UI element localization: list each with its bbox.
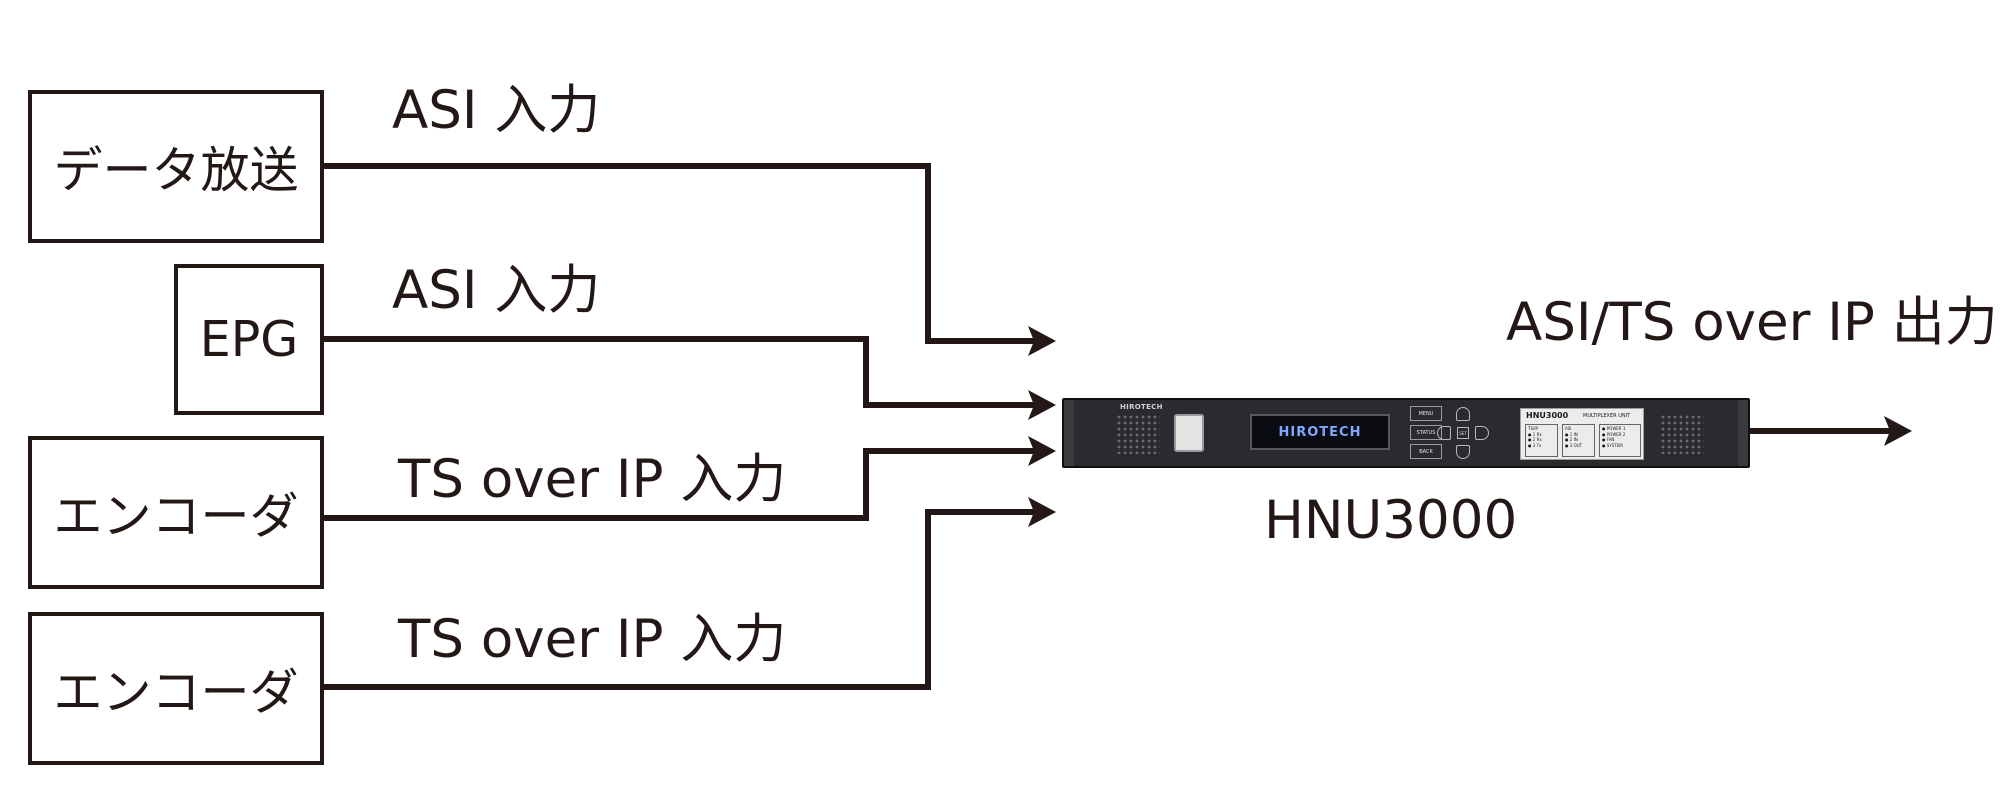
arrow-2 [1028, 390, 1056, 420]
display-logo-text: HIROTECH [1278, 424, 1362, 440]
left-key [1437, 426, 1451, 440]
led-item: ● FAN [1602, 437, 1615, 442]
input-label: TS over IP 入力 [398, 609, 787, 670]
vent-grille [1116, 414, 1160, 454]
right-key [1475, 426, 1489, 440]
up-key [1456, 407, 1470, 421]
hnu3000-device-image: HIROTECH HIROTECH MENU STATUS BACK SET H… [1062, 398, 1750, 468]
rack-ear [1738, 400, 1748, 466]
line-encoder-2 [324, 509, 1040, 690]
led-column-tsip: TS/IP ● 1 Rx ● 2 Rx ● 3 Tx [1525, 424, 1558, 457]
source-box-encoder-2: エンコーダ [28, 612, 324, 765]
arrow-output [1884, 416, 1912, 446]
source-label: エンコーダ [53, 664, 299, 721]
device-name-label: HNU3000 [1264, 490, 1518, 551]
line-encoder-1 [324, 448, 1040, 521]
led-column-title: ASI [1565, 426, 1572, 431]
arrow-4 [1028, 497, 1056, 527]
panel-unit: MULTIPLEXER UNIT [1583, 413, 1631, 419]
led-item: ● 1 Rx [1528, 431, 1542, 437]
arrow-1 [1028, 326, 1056, 356]
source-label: EPG [199, 311, 299, 368]
down-key [1456, 445, 1470, 459]
source-label: エンコーダ [53, 488, 299, 545]
led-item: ● SYSTEM [1602, 442, 1623, 448]
led-item: ● 2 Rx [1528, 437, 1542, 442]
source-box-encoder-1: エンコーダ [28, 436, 324, 589]
led-item: ● 2 IN [1565, 437, 1578, 442]
led-item: ● POWER 1 [1602, 426, 1626, 431]
set-key: SET [1457, 427, 1469, 439]
panel-model: HNU3000 [1526, 411, 1569, 420]
arrow-3 [1028, 436, 1056, 466]
brand-logo: HIROTECH [1120, 403, 1163, 411]
input-label: ASI 入力 [392, 80, 601, 141]
led-item: ● 3 OUT [1565, 442, 1583, 448]
line-epg [324, 336, 1040, 408]
front-display: HIROTECH [1250, 414, 1390, 450]
rack-ear [1064, 400, 1074, 466]
led-item: ● POWER 2 [1602, 431, 1626, 437]
input-label: ASI 入力 [392, 260, 601, 321]
menu-button: MENU [1410, 406, 1442, 421]
line-data-broadcast [324, 163, 1040, 344]
status-panel: HNU3000 MULTIPLEXER UNIT TS/IP ● 1 Rx ● … [1520, 408, 1644, 460]
led-column-system: ● POWER 1 ● POWER 2 ● FAN ● SYSTEM [1599, 424, 1641, 457]
output-label: ASI/TS over IP 出力 [1506, 292, 1998, 353]
led-item: ● 1 IN [1565, 431, 1578, 437]
source-box-data-broadcast: データ放送 [28, 90, 324, 243]
source-label: データ放送 [53, 142, 299, 199]
source-box-epg: EPG [174, 264, 324, 415]
led-item: ● 3 Tx [1528, 442, 1542, 448]
back-button: BACK [1410, 444, 1442, 459]
input-label: TS over IP 入力 [398, 449, 787, 510]
power-switch [1174, 414, 1204, 452]
led-column-title: TS/IP [1528, 426, 1538, 431]
led-column-asi: ASI ● 1 IN ● 2 IN ● 3 OUT [1562, 424, 1595, 457]
vent-grille [1660, 414, 1704, 454]
